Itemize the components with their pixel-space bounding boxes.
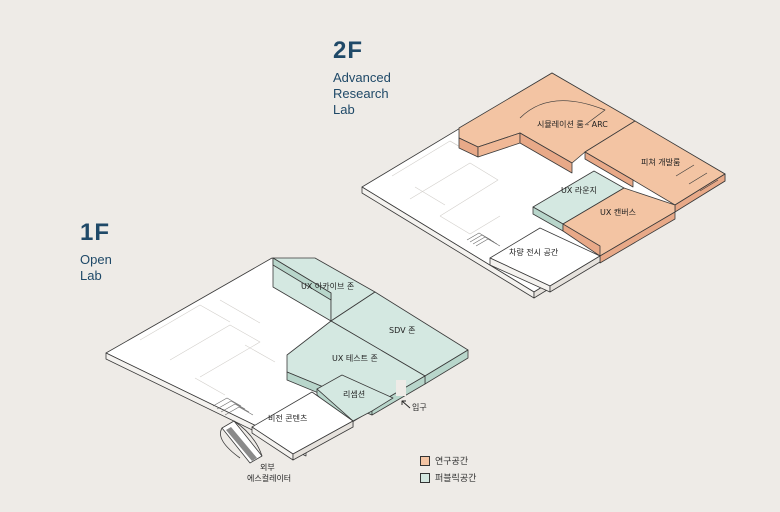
zone-ux-lounge-label: UX 라운지 [561,186,597,195]
zone-reception-label: 리셉션 [343,389,365,399]
floor-1f-name-line-1: Open [80,252,112,267]
floor-2f-name-line-3: Lab [333,102,355,117]
zone-vehicle-display [489,227,601,293]
escalator-label-line-2: 에스컬레이터 [247,473,291,483]
zone-ux-archive-label: UX 아카이브 존 [301,281,354,291]
entrance-label: 입구 [412,403,427,412]
entrance-gap [396,380,406,396]
legend-item-public: 퍼블릭공간 [420,471,476,484]
zone-simulation-room [458,72,636,174]
legend-label-public: 퍼블릭공간 [435,474,477,484]
floor-2f-name-line-2: Research [333,86,389,101]
floor-1f-label: 1F Open Lab [80,220,112,284]
floor-2f-number: 2F [333,37,364,64]
legend-label-research: 연구공간 [435,457,469,467]
zone-vision-contents-label: 비전 콘텐츠 [268,413,307,423]
floor-1f-name: Open Lab [80,252,112,284]
legend-swatch-research [420,455,430,466]
floor-2f-stairs [466,232,501,247]
floor-1f-plan [105,257,469,464]
floor-1f-number: 1F [80,219,111,246]
zone-sdv-label: SDV 존 [389,326,415,335]
floor-2f-name-line-1: Advanced [333,70,391,85]
zone-ux-test-label: UX 테스트 존 [332,354,378,363]
zone-ux-archive [272,257,376,322]
entrance-arrow-icon [401,400,411,409]
escalator-label-line-1: 외부 [260,462,275,472]
zone-simulation-room-label: 시뮬레이션 룸 - ARC [537,119,608,129]
zone-feature-dev-label: 피쳐 개발룸 [641,157,680,167]
floor-2f-name: Advanced Research Lab [333,70,391,118]
legend-item-research: 연구공간 [420,454,476,467]
zone-feature-dev [584,120,726,213]
zone-vehicle-display-label: 차량 전시 공간 [509,247,559,257]
legend-swatch-public [420,472,430,483]
floor-2f-plan [361,72,726,299]
zone-vision-contents [251,391,354,461]
zone-ux-canvas-label: UX 캔버스 [600,207,636,217]
legend: 연구공간 퍼블릭공간 [420,454,476,488]
floor-2f-label: 2F Advanced Research Lab [333,38,391,118]
floor-1f-stairs [212,397,254,416]
zone-ux-canvas [562,187,676,264]
floor-1f-interior-lines [139,299,276,396]
floor-1f-name-line-2: Lab [80,268,102,283]
external-escalator [220,420,263,464]
